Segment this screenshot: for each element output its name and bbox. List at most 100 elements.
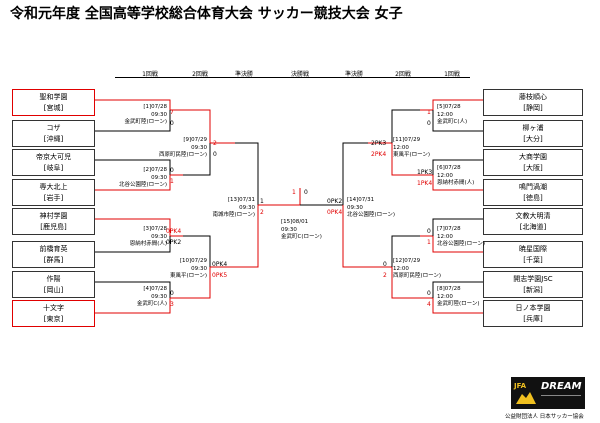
match-info-11: [11]07/29 12:00 東風平(ローン) (393, 137, 431, 158)
team-prefecture: [兵庫] (523, 315, 543, 323)
match-14-score-top: 0PK2 (327, 198, 343, 205)
team-box-seiwa: 聖和学園 [宮城] (12, 89, 95, 116)
team-box-kosa: コザ [沖縄] (12, 120, 95, 147)
match-info-2: [2]07/28 09:30 北谷公園陸(ローン) (118, 167, 167, 188)
team-box-naruto: 鳴門渦潮 [徳島] (483, 179, 583, 206)
team-box-kaishi: 開志学園JSC [新潟] (483, 271, 583, 298)
match-1-score-bottom: 0 (170, 120, 174, 127)
team-box-maebashi: 前橋育英 [群馬] (12, 241, 95, 268)
team-box-kamimura: 神村学園 [鹿児島] (12, 208, 95, 235)
team-prefecture: [鹿児島] (40, 223, 67, 231)
match-14-score-bottom: 0PK4 (327, 209, 343, 216)
match-11-score-bottom: 2PK4 (371, 151, 387, 158)
match-4-score-bottom: 3 (170, 301, 174, 308)
match-info-10: [10]07/29 09:30 東風平(ローン) (169, 258, 207, 279)
round-label-right-2: 2回戦 (395, 71, 411, 78)
match-6-score-bottom: 1PK4 (417, 180, 433, 187)
jfa-crow-icon (516, 392, 536, 404)
round-label-left-1: 1回戦 (142, 71, 158, 78)
team-prefecture: [群馬] (43, 256, 64, 264)
match-10-score-bottom: 0PK5 (212, 272, 228, 279)
round-label-left-semi: 準決勝 (234, 71, 254, 78)
team-prefecture: [沖縄] (43, 135, 64, 143)
jfa-emblem-text: JFA (514, 382, 527, 390)
team-prefecture: [大阪] (523, 164, 543, 172)
round-label-right-1: 1回戦 (444, 71, 460, 78)
team-prefecture: [岐阜] (43, 164, 64, 172)
team-prefecture: [静岡] (523, 104, 543, 112)
team-box-senshu: 専大北上 [岩手] (12, 179, 95, 206)
team-box-sakuyo: 作陽 [岡山] (12, 271, 95, 298)
match-info-1: [1]07/28 09:30 金武町陸(ローン) (124, 104, 167, 125)
match-12-score-top: 0 (383, 261, 387, 268)
final-score-right: 0 (304, 189, 308, 196)
match-2-score-top: 0 (170, 167, 174, 174)
team-name: 作陽 (46, 275, 61, 283)
team-name: 暁星国際 (519, 245, 547, 253)
match-10-score-top: 0PK4 (212, 261, 228, 268)
team-name: 鳴門渦潮 (519, 183, 547, 191)
match-info-8: [8]07/28 12:00 金武町陸(ローン) (437, 286, 480, 307)
jfa-organization-name: 公益財団法人 日本サッカー協会 (505, 414, 584, 420)
match-info-6: [6]07/28 12:00 恩納村赤間(人) (437, 165, 475, 186)
match-5-score-bottom: 0 (427, 120, 431, 127)
team-prefecture: [岡山] (43, 286, 64, 294)
match-8-score-top: 0 (427, 290, 431, 297)
team-prefecture: [東京] (43, 315, 64, 323)
match-3-score-top: 0PK4 (166, 228, 182, 235)
dream-logo-tagline (541, 393, 581, 398)
team-name: 神村学園 (39, 212, 68, 220)
match-7-score-top: 0 (427, 228, 431, 235)
match-8-score-bottom: 4 (427, 301, 431, 308)
round-label-final: 決勝戦 (290, 71, 310, 78)
match-info-4: [4]07/28 09:30 金武町C(人) (136, 286, 167, 307)
round-label-right-semi: 準決勝 (344, 71, 364, 78)
match-13-score-top: 1 (260, 198, 264, 205)
dream-logo-text: DREAM (541, 381, 582, 392)
team-prefecture: [新潟] (523, 286, 543, 294)
team-name: 藤枝順心 (519, 93, 547, 101)
team-name: 開志学園JSC (513, 275, 553, 283)
match-12-score-bottom: 2 (383, 272, 387, 279)
match-13-score-bottom: 2 (260, 209, 264, 216)
match-7-score-bottom: 1 (427, 239, 431, 246)
match-info-3: [3]07/28 09:30 恩納村赤間(人) (129, 226, 167, 247)
match-info-14: [14]07/31 09:30 北谷公園陸(ローン) (347, 197, 396, 218)
team-name: 大商学園 (519, 153, 547, 161)
team-name: 聖和学園 (39, 93, 68, 101)
match-11-score-top: 2PK3 (371, 140, 387, 147)
match-info-12: [12]07/29 12:00 西原町民陸(ローン) (393, 258, 442, 279)
team-name: 十文字 (43, 304, 64, 312)
round-header-rule (115, 77, 470, 78)
team-prefecture: [千葉] (523, 256, 543, 264)
team-box-jumonji: 十文字 [東京] (12, 300, 95, 327)
round-label-left-2: 2回戦 (192, 71, 208, 78)
team-prefecture: [北海道] (519, 223, 547, 231)
match-1-score-top: 7 (170, 109, 174, 116)
match-4-score-top: 0 (170, 290, 174, 297)
match-9-score-bottom: 0 (213, 151, 217, 158)
match-6-score-top: 1PK3 (417, 169, 433, 176)
team-name: 柳ヶ浦 (522, 124, 544, 132)
team-name: 前橋育英 (39, 245, 68, 253)
team-name: 専大北上 (39, 183, 68, 191)
team-box-bunkyo: 文教大明清 [北海道] (483, 208, 583, 235)
match-info-5: [5]07/28 12:00 金武町C(人) (437, 104, 468, 125)
match-3-score-bottom: 0PK2 (166, 239, 182, 246)
team-box-shumei: 暁星国際 [千葉] (483, 241, 583, 268)
team-prefecture: [徳島] (523, 194, 543, 202)
team-prefecture: [大分] (523, 135, 543, 143)
team-name: 日ノ本学園 (515, 304, 551, 312)
team-box-fujieda: 藤枝順心 [静岡] (483, 89, 583, 116)
final-score-left: 1 (292, 189, 296, 196)
team-name: コザ (46, 124, 61, 132)
team-box-teikyo: 帝京大可児 [岐阜] (12, 149, 95, 176)
team-box-yanagigaura: 柳ヶ浦 [大分] (483, 120, 583, 147)
match-info-7: [7]07/28 12:00 北谷公園陸(ローン) (437, 226, 486, 247)
team-prefecture: [宮城] (43, 104, 64, 112)
team-box-osakagakugei: 大商学園 [大阪] (483, 149, 583, 176)
match-info-15: [15]08/01 09:30 金武町C(ローン) (281, 219, 322, 240)
team-prefecture: [岩手] (43, 194, 64, 202)
match-5-score-top: 1 (427, 109, 431, 116)
